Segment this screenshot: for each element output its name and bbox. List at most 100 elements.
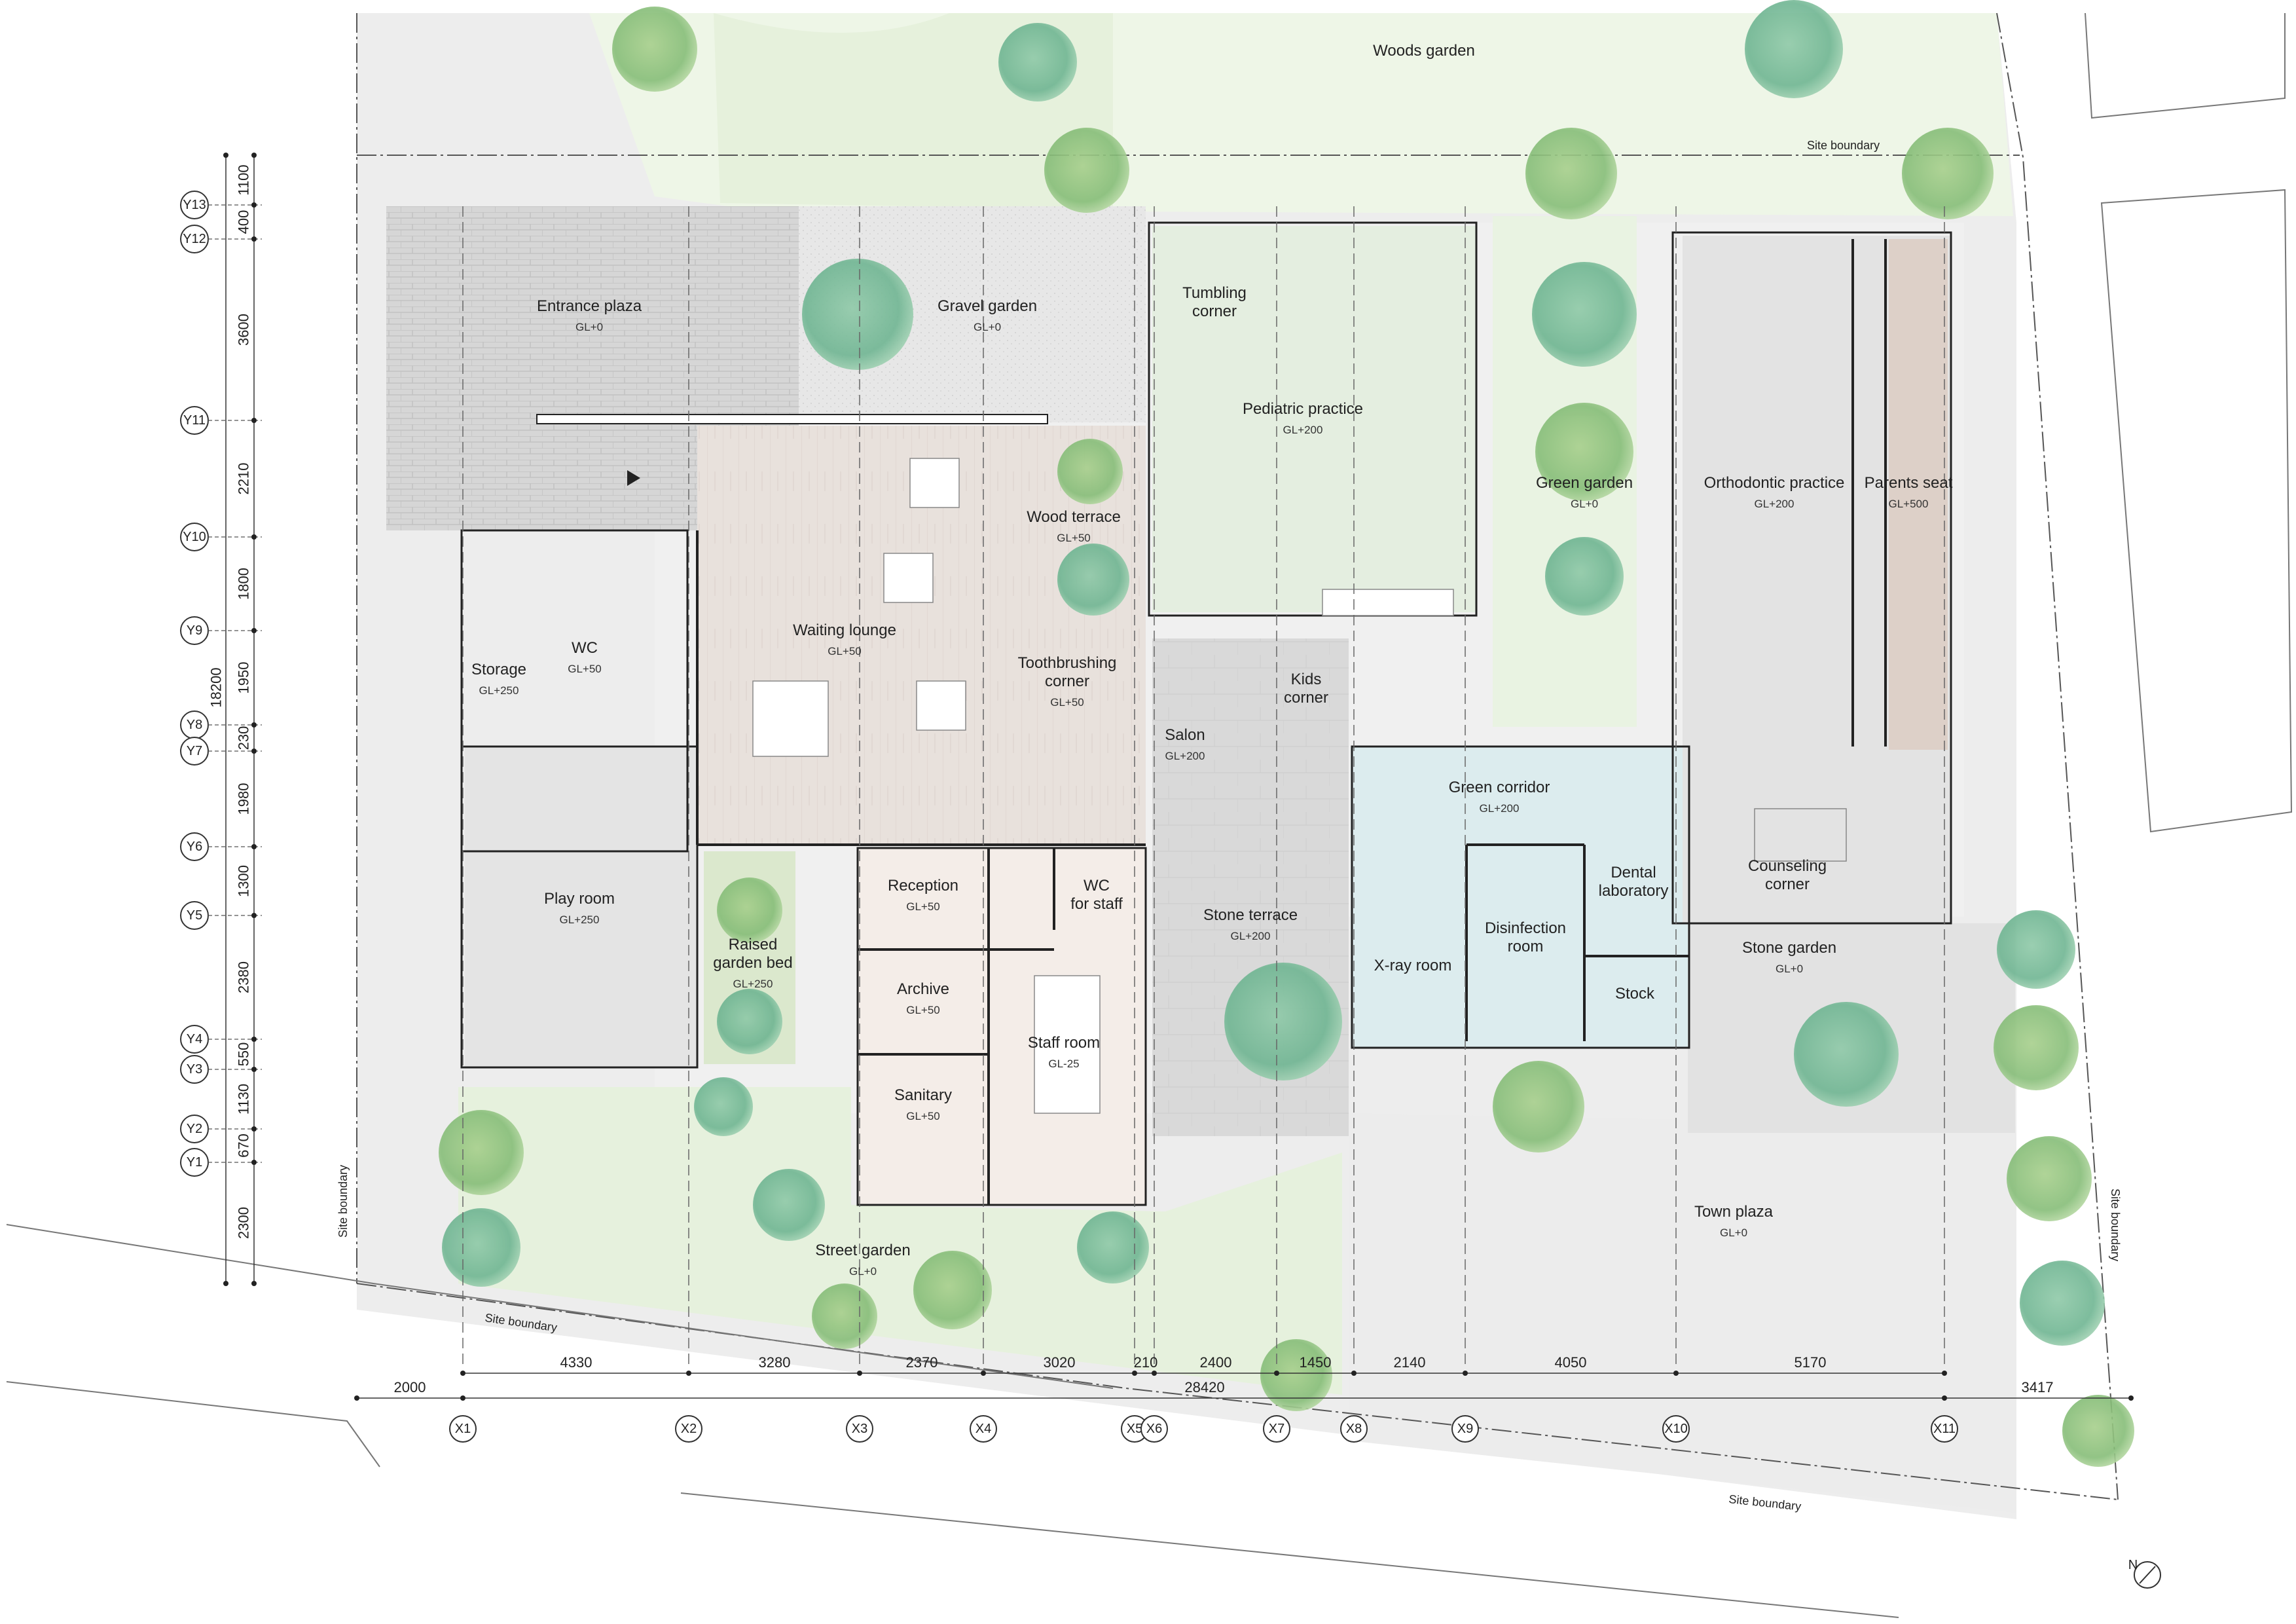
grid-bubble-X1 [449,1415,477,1443]
grid-bubble-X9 [1451,1415,1479,1443]
room-label-wc: WC [572,639,598,657]
dim-x-left: 2000 [394,1379,426,1395]
dim-x-3: 3020 [1044,1354,1076,1371]
dim-x-6: 1450 [1300,1354,1332,1371]
walls [460,221,1952,1206]
dim-x-8: 4050 [1555,1354,1587,1371]
grid-label-X11: X11 [1933,1422,1956,1436]
grid-label-Y3: Y3 [187,1062,202,1077]
grid-label-Y10: Y10 [183,530,206,544]
grid-bubble-X10 [1662,1415,1690,1443]
grid-bubble-X8 [1340,1415,1368,1443]
grid-label-Y13: Y13 [183,198,206,212]
dim-y-7: 1980 [236,783,252,815]
grid-bubble-X2 [675,1415,702,1443]
room-label-stock: Stock [1615,985,1655,1003]
grid-label-X7: X7 [1269,1422,1285,1436]
grid-label-Y5: Y5 [187,908,202,923]
grid-label-Y12: Y12 [183,232,206,246]
grid-label-X10: X10 [1664,1422,1688,1436]
dim-y-5: 1950 [236,662,252,694]
room-label-town-plaza: Town plaza [1694,1203,1774,1221]
room-label-salon: Salon [1165,726,1205,744]
grid-label-X2: X2 [681,1422,697,1436]
room-level-reception: GL+50 [906,900,940,913]
room-level-wood-terrace: GL+50 [1057,532,1091,544]
grid-label-X6: X6 [1146,1422,1162,1436]
room-label-parents-seat: Parents seat [1865,474,1953,492]
green-corridor-floor [1351,747,1690,1048]
grid-label-Y8: Y8 [187,718,202,732]
street-garden-area [458,1087,1342,1395]
dim-y-10: 550 [236,1043,252,1067]
room-level-staff-room: GL-25 [1048,1058,1079,1070]
dim-y-12: 670 [236,1134,252,1158]
room-level-green-corridor: GL+200 [1480,802,1520,815]
dim-y-2: 3600 [236,314,252,346]
grid-label-X4: X4 [975,1422,991,1436]
dim-y-4: 1800 [236,568,252,600]
dim-x-total: 28420 [1184,1379,1224,1395]
room-level-play-room: GL+250 [560,913,600,926]
grid-bubble-X4 [970,1415,997,1443]
dim-y-total: 18200 [208,667,225,707]
room-level-orthodontic-practice: GL+200 [1755,498,1795,510]
town-plaza-area [1349,1113,2016,1513]
pediatric-practice-floor [1152,226,1476,612]
room-label-staff-room: Staff room [1028,1034,1100,1052]
grid-label-Y9: Y9 [187,623,202,638]
room-level-town-plaza: GL+0 [1720,1227,1747,1239]
grid-label-Y1: Y1 [187,1155,202,1170]
north-arrow-icon: N [2128,1558,2161,1589]
grid-bubble-X7 [1263,1415,1290,1443]
grid-label-X3: X3 [852,1422,867,1436]
room-label-storage: Storage [471,661,526,678]
room-level-parents-seat: GL+500 [1889,498,1929,510]
grid-label-Y11: Y11 [183,413,206,428]
room-label-stone-terrace: Stone terrace [1203,906,1298,924]
room-label-play-room: Play room [544,890,615,908]
dim-y-6: 230 [236,726,252,750]
dim-y-8: 1300 [236,865,252,897]
room-level-archive: GL+50 [906,1004,940,1016]
dim-x-5: 2400 [1200,1354,1232,1371]
site-boundary-lines [356,12,2119,1500]
site-boundary-label-right: Site boundary [2109,1189,2122,1261]
dim-y-0: 1100 [236,164,252,195]
room-label-stone-garden: Stone garden [1742,939,1836,957]
dim-x-9: 5170 [1795,1354,1827,1371]
room-level-entrance-plaza: GL+0 [575,321,603,333]
grid-label-X5: X5 [1127,1422,1142,1436]
dim-y-11: 1130 [236,1084,252,1115]
grid-label-Y4: Y4 [187,1032,202,1046]
room-label-entrance-plaza: Entrance plaza [537,297,642,315]
grid-label-Y7: Y7 [187,744,202,758]
play-room-floor [465,747,697,1067]
dim-x-right: 3417 [2022,1379,2054,1395]
room-label-woods-garden: Woods garden [1373,42,1475,60]
dim-y-9: 2380 [236,961,252,993]
room-level-toothbrushing-corner: GL+50 [1050,696,1084,709]
grid-label-Y6: Y6 [187,840,202,854]
dim-x-2: 2370 [906,1354,938,1371]
grid-label-X8: X8 [1346,1422,1362,1436]
room-level-wc: GL+50 [568,663,602,675]
room-label-xray-room: X-ray room [1374,957,1452,974]
site-boundary-label-top: Site boundary [1807,139,1880,152]
grid-bubble-X11 [1931,1415,1958,1443]
room-label-green-corridor: Green corridor [1449,779,1550,796]
room-label-green-garden: Green garden [1536,474,1633,492]
room-level-street-garden: GL+0 [849,1265,877,1278]
grid-bubble-X3 [846,1415,873,1443]
salon-upper-floor [1231,638,1349,753]
